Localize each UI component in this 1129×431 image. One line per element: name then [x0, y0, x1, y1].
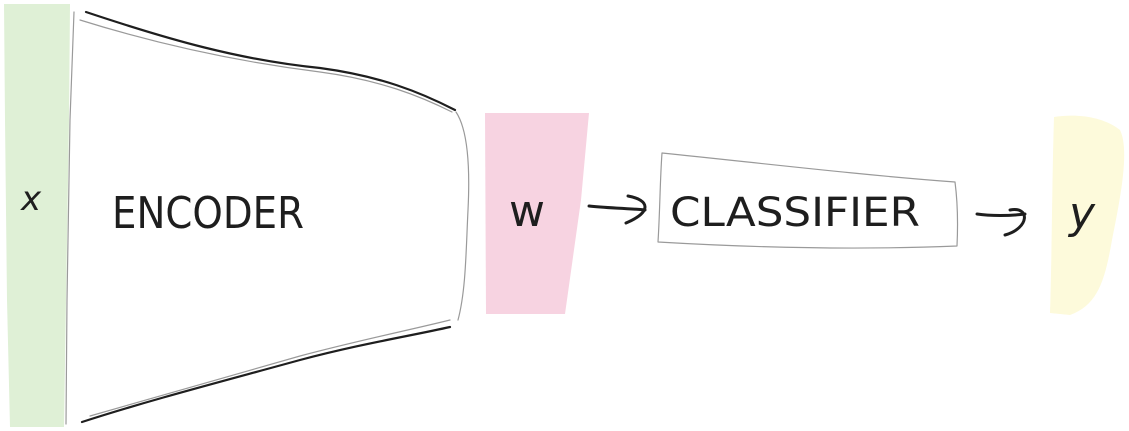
encoder-inner-edge [65, 11, 75, 425]
encoder-label: ENCODER [112, 188, 304, 239]
arrow-classifier-to-output [975, 208, 1027, 237]
latent-label: w [509, 186, 545, 237]
encoder-right-edge [455, 111, 470, 321]
latent-block-shape [485, 113, 589, 314]
encoder-bottom-edge [80, 325, 452, 424]
arrow-latent-to-classifier [587, 194, 647, 225]
input-block-shape [4, 4, 70, 427]
output-block-shape [1050, 115, 1125, 315]
classifier-block: CLASSIFIER [657, 152, 959, 249]
classifier-label: CLASSIFIER [670, 190, 920, 236]
latent-block: w [485, 113, 589, 314]
encoder-top-edge-shadow [79, 19, 453, 113]
encoder-block: ENCODER [65, 10, 470, 425]
arrow-head-1 [624, 194, 647, 225]
output-label: y [1067, 188, 1096, 239]
encoder-bottom-edge-shadow [89, 319, 451, 417]
input-label: x [20, 179, 42, 219]
arrow-head-2 [1003, 208, 1026, 237]
arrow-shaft-1 [587, 204, 647, 212]
input-block: x [4, 4, 70, 427]
output-block: y [1050, 115, 1125, 315]
encoder-top-edge [84, 10, 457, 112]
arrow-shaft-2 [975, 212, 1027, 217]
classifier-box [657, 152, 959, 249]
